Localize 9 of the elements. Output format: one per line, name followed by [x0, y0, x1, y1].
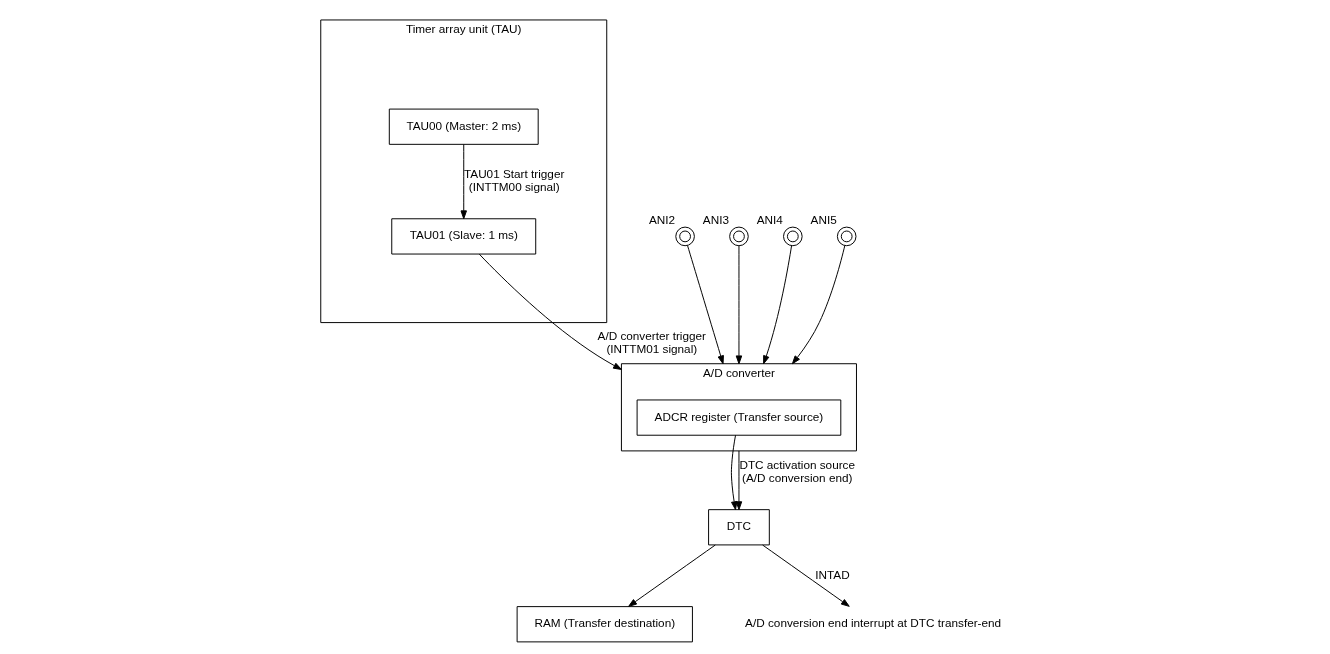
edge-label: DTC activation source (A/D conversion end) — [738, 458, 855, 484]
node-label: ANI2 — [648, 212, 675, 226]
node-label: ANI3 — [702, 212, 729, 226]
node-text: A/D conversion end interrupt at DTC transfer-end — [744, 616, 1001, 630]
edge-label: INTAD — [814, 567, 850, 581]
edge-label: TAU01 Start trigger (INTTM00 signal) — [463, 167, 564, 193]
edge-label: A/D converter trigger (INTTM01 signal) — [597, 328, 706, 355]
node-label: ANI5 — [810, 212, 837, 226]
node-label: ANI4 — [756, 212, 783, 226]
